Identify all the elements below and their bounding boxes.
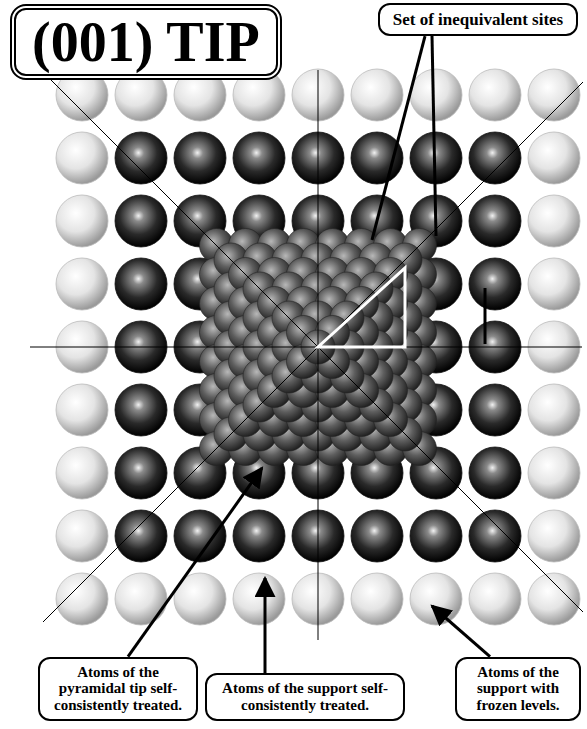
leader-line [432, 606, 490, 657]
frozen-atom [56, 195, 108, 247]
frozen-atom [351, 69, 403, 121]
legend-callout-box: Atoms of the support self-consistently t… [205, 673, 405, 721]
support-atom [410, 510, 462, 562]
frozen-atom [528, 258, 580, 310]
support-atom [115, 132, 167, 184]
support-atom [115, 384, 167, 436]
support-atom [469, 384, 521, 436]
support-atom [469, 132, 521, 184]
support-atom [351, 510, 403, 562]
callout-text: Atoms of the support with frozen levels. [465, 664, 571, 714]
frozen-atom [351, 573, 403, 625]
frozen-atom [528, 510, 580, 562]
frozen-atom [528, 132, 580, 184]
support-atom [233, 132, 285, 184]
support-atom [174, 132, 226, 184]
symmetry-axis [28, 57, 583, 612]
support-atom [233, 510, 285, 562]
symmetry-axis [43, 82, 583, 622]
frozen-atom [56, 384, 108, 436]
frozen-atom [528, 447, 580, 499]
frozen-atom [469, 69, 521, 121]
support-atom [115, 510, 167, 562]
frozen-atom [528, 69, 580, 121]
leader-line [432, 36, 436, 236]
symmetry-axis [318, 70, 319, 640]
frozen-atom [410, 69, 462, 121]
frozen-atom [410, 573, 462, 625]
irreducible-triangle [318, 268, 405, 347]
title-box: (001) TIP [10, 4, 282, 80]
leader-line [264, 578, 267, 673]
support-atom [115, 258, 167, 310]
frozen-atom [56, 447, 108, 499]
callout-text: Atoms of the pyramidal tip self-consiste… [48, 664, 188, 714]
frozen-atom [528, 384, 580, 436]
support-atom [469, 510, 521, 562]
legend-callout-box: Atoms of the support with frozen levels. [455, 657, 581, 721]
frozen-atom [56, 510, 108, 562]
callout-box: Set of inequivalent sites [378, 3, 578, 36]
support-atom [115, 195, 167, 247]
frozen-atom [56, 258, 108, 310]
symmetry-axis [30, 347, 582, 348]
leader-line [372, 36, 425, 240]
support-atom [115, 447, 167, 499]
frozen-atom [56, 132, 108, 184]
legend-callout-box: Atoms of the pyramidal tip self-consiste… [38, 657, 198, 721]
callout-text: Atoms of the support self-consistently t… [215, 680, 395, 714]
title: (001) TIP [32, 11, 260, 73]
support-atom [469, 258, 521, 310]
frozen-atom [233, 573, 285, 625]
support-atom [469, 447, 521, 499]
frozen-atom [469, 573, 521, 625]
callout-text: Set of inequivalent sites [388, 10, 568, 29]
leader-line [484, 288, 487, 344]
frozen-atom [56, 573, 108, 625]
symmetry-axes [28, 57, 583, 640]
leader-line [128, 468, 262, 657]
support-atom [351, 132, 403, 184]
leader-lines [128, 36, 490, 673]
frozen-atom [115, 573, 167, 625]
frozen-atom [528, 195, 580, 247]
support-atom [469, 195, 521, 247]
frozen-atom [528, 573, 580, 625]
